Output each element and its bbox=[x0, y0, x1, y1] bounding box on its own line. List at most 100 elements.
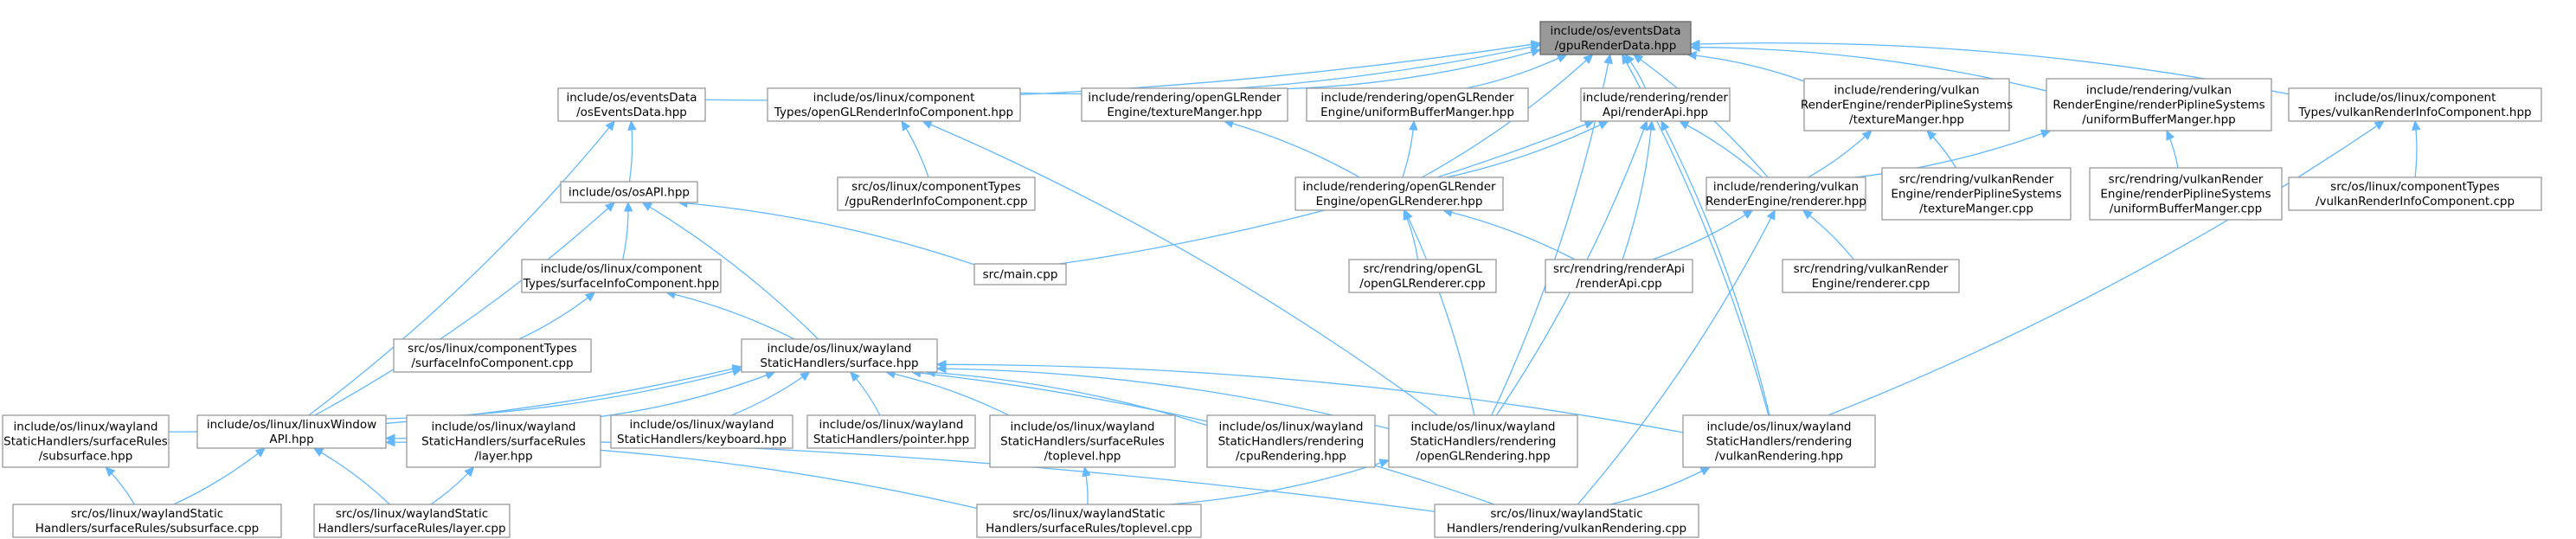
node-label-line: /osEventsData.hpp bbox=[576, 106, 687, 119]
graph-node[interactable]: include/os/linux/waylandStaticHandlers/s… bbox=[989, 414, 1176, 468]
graph-node[interactable]: src/os/linux/waylandStaticHandlers/surfa… bbox=[976, 504, 1202, 538]
graph-node[interactable]: src/os/linux/componentTypes/surfaceInfoC… bbox=[393, 338, 592, 373]
graph-node[interactable]: include/os/osAPI.hpp bbox=[560, 181, 698, 203]
node-label-line: /surfaceInfoComponent.cpp bbox=[411, 356, 573, 370]
node-label-line: include/os/eventsData bbox=[566, 91, 697, 105]
graph-node[interactable]: include/rendering/vulkanRenderEngine/ren… bbox=[2046, 78, 2272, 132]
graph-node[interactable]: include/os/linux/componentTypes/surfaceI… bbox=[521, 259, 722, 293]
node-label-line: include/os/linux/component bbox=[2335, 91, 2496, 105]
node-box bbox=[1294, 176, 1504, 211]
graph-node[interactable]: src/rendring/renderApi/renderApi.cpp bbox=[1545, 259, 1693, 293]
graph-node[interactable]: include/rendering/renderApi/renderApi.hp… bbox=[1580, 87, 1731, 122]
graph-node[interactable]: include/rendering/vulkanRenderEngine/ren… bbox=[1706, 176, 1866, 211]
graph-node[interactable]: src/os/linux/waylandStaticHandlers/rende… bbox=[1434, 504, 1699, 538]
graph-node[interactable]: src/os/linux/waylandStaticHandlers/surfa… bbox=[313, 504, 511, 538]
node-label-line: Types/openGLRenderInfoComponent.hpp bbox=[774, 106, 1013, 119]
node-label-line: include/os/linux/wayland bbox=[1011, 420, 1155, 434]
arrowhead-mainCpp-to-renderApiHpp bbox=[1584, 120, 1595, 129]
arrowhead-vkInfoCpp-to-vkInfoComp bbox=[2412, 119, 2421, 132]
node-label-line: include/os/linux/wayland bbox=[14, 420, 158, 434]
graph-node[interactable]: include/os/linux/waylandStaticHandlers/r… bbox=[1682, 414, 1876, 468]
node-label-line: StaticHandlers/rendering bbox=[1706, 435, 1853, 449]
arrowhead-linuxWindow-to-eventsData bbox=[605, 120, 616, 132]
node-label-line: StaticHandlers/keyboard.hpp bbox=[617, 433, 787, 446]
node-label-line: StaticHandlers/rendering bbox=[1410, 435, 1557, 449]
node-label-line: Types/surfaceInfoComponent.hpp bbox=[523, 277, 719, 291]
node-label-line: /toplevel.hpp bbox=[1044, 450, 1121, 464]
graph-node[interactable]: src/rendring/openGL/openGLRenderer.cpp bbox=[1348, 259, 1497, 293]
graph-node[interactable]: include/os/linux/waylandStaticHandlers/r… bbox=[1206, 414, 1376, 468]
graph-node[interactable]: include/os/eventsData/osEventsData.hpp bbox=[557, 87, 706, 122]
graph-node[interactable]: src/os/linux/waylandStaticHandlers/surfa… bbox=[12, 504, 282, 538]
graph-node[interactable]: include/os/linux/waylandStaticHandlers/k… bbox=[610, 414, 793, 449]
node-box bbox=[2046, 78, 2272, 132]
graph-node[interactable]: include/rendering/openGLRenderEngine/tex… bbox=[1081, 87, 1288, 122]
node-label-line: Engine/uniformBufferManger.hpp bbox=[1320, 106, 1514, 119]
graph-node[interactable]: include/rendering/openGLRenderEngine/uni… bbox=[1306, 87, 1529, 122]
graph-node[interactable]: include/os/linux/waylandStaticHandlers/s… bbox=[406, 414, 601, 468]
node-label-line: API.hpp bbox=[269, 433, 313, 446]
node-label-line: /vulkanRendering.hpp bbox=[1715, 450, 1843, 464]
graph-node[interactable]: src/rendring/vulkanRenderEngine/renderer… bbox=[1782, 259, 1960, 293]
node-label-line: Engine/openGLRenderer.hpp bbox=[1316, 195, 1483, 209]
edge-vkTexMgr-to-root bbox=[1686, 54, 1805, 82]
arrowhead-linuxWindow-to-osApi bbox=[604, 202, 616, 212]
node-box bbox=[1782, 259, 1960, 293]
node-label-line: StaticHandlers/surfaceRules bbox=[3, 435, 168, 449]
node-label-line: /layer.hpp bbox=[474, 450, 532, 464]
node-label-line: /vulkanRenderInfoComponent.cpp bbox=[2316, 195, 2515, 209]
node-label-line: Engine/renderPiplineSystems bbox=[1891, 188, 2061, 202]
node-label-line: /openGLRenderer.cpp bbox=[1359, 277, 1485, 291]
edge-cpuRendering-to-surface bbox=[926, 371, 1208, 427]
node-label-line: include/rendering/openGLRender bbox=[1320, 91, 1514, 105]
arrowhead-vkRenderer-to-renderApiHpp bbox=[1678, 120, 1690, 130]
graph-node[interactable]: src/os/linux/componentTypes/vulkanRender… bbox=[2288, 176, 2542, 211]
node-box bbox=[2288, 87, 2542, 122]
node-box bbox=[521, 259, 722, 293]
node-label-line: src/rendring/openGL bbox=[1363, 262, 1482, 276]
graph-node[interactable]: src/os/linux/componentTypes/gpuRenderInf… bbox=[837, 176, 1036, 211]
arrowhead-glUboMgr-to-root bbox=[1556, 54, 1568, 63]
graph-node[interactable]: include/os/linux/componentTypes/openGLRe… bbox=[767, 87, 1021, 122]
root-node[interactable]: include/os/eventsData/gpuRenderData.hpp bbox=[1539, 21, 1692, 55]
graph-node[interactable]: include/os/linux/waylandStaticHandlers/r… bbox=[1388, 414, 1578, 468]
node-label-line: RenderEngine/renderPiplineSystems bbox=[2052, 99, 2264, 112]
graph-node[interactable]: include/rendering/vulkanRenderEngine/ren… bbox=[1801, 78, 2013, 132]
node-label-line: src/os/linux/waylandStatic bbox=[1490, 507, 1642, 521]
edge-vkRendering-to-renderApiHpp bbox=[1661, 120, 1770, 416]
graph-node[interactable]: include/os/linux/waylandStaticHandlers/p… bbox=[806, 414, 976, 449]
graph-node[interactable]: include/os/linux/componentTypes/vulkanRe… bbox=[2288, 87, 2542, 122]
edge-glUboMgr-to-root bbox=[1466, 54, 1567, 89]
graph-node[interactable]: include/rendering/openGLRenderEngine/ope… bbox=[1294, 176, 1504, 211]
arrowhead-toplevelCpp-to-glRendering bbox=[1378, 459, 1391, 468]
node-box bbox=[989, 414, 1176, 468]
node-label-line: include/os/linux/component bbox=[813, 91, 975, 105]
graph-node[interactable]: include/os/linux/waylandStaticHandlers/s… bbox=[2, 414, 170, 468]
graph-node[interactable]: src/main.cpp bbox=[973, 263, 1067, 286]
node-label-line: Handlers/surfaceRules/toplevel.cpp bbox=[986, 522, 1192, 536]
node-box bbox=[1706, 176, 1866, 211]
edge-glRenderer-to-renderApiHpp bbox=[1446, 120, 1609, 178]
edge-glRendering-to-surface bbox=[936, 368, 1390, 430]
node-box bbox=[1803, 78, 2010, 132]
arrowhead-vkRendering-to-root bbox=[1622, 53, 1631, 65]
edge-surface-to-surfInfoComp bbox=[665, 292, 795, 340]
graph-node[interactable]: src/rendring/vulkanRenderEngine/renderPi… bbox=[1881, 167, 2072, 221]
node-label-line: /gpuRenderData.hpp bbox=[1555, 39, 1677, 53]
edge-renderApiCpp-to-vkRenderer bbox=[1652, 209, 1753, 260]
node-box bbox=[560, 181, 698, 203]
node-label-line: Engine/renderer.cpp bbox=[1812, 277, 1930, 291]
node-box bbox=[12, 504, 282, 538]
node-label-line: src/rendring/vulkanRender bbox=[2109, 173, 2264, 187]
node-box bbox=[1306, 87, 1529, 122]
node-box bbox=[406, 414, 601, 468]
node-label-line: include/os/linux/wayland bbox=[1707, 420, 1852, 434]
node-box bbox=[2288, 176, 2542, 211]
arrowhead-glInfoCpp-to-glInfoComp bbox=[901, 119, 911, 132]
arrowhead-vkRenderingCpp-to-linuxWindow bbox=[384, 433, 395, 443]
arrowhead-glRendering-to-root bbox=[1603, 53, 1613, 65]
graph-node[interactable]: include/os/linux/waylandStaticHandlers/s… bbox=[741, 338, 938, 373]
graph-node[interactable]: src/rendring/vulkanRenderEngine/renderPi… bbox=[2089, 167, 2283, 221]
node-label-line: Handlers/rendering/vulkanRendering.cpp bbox=[1447, 522, 1686, 536]
